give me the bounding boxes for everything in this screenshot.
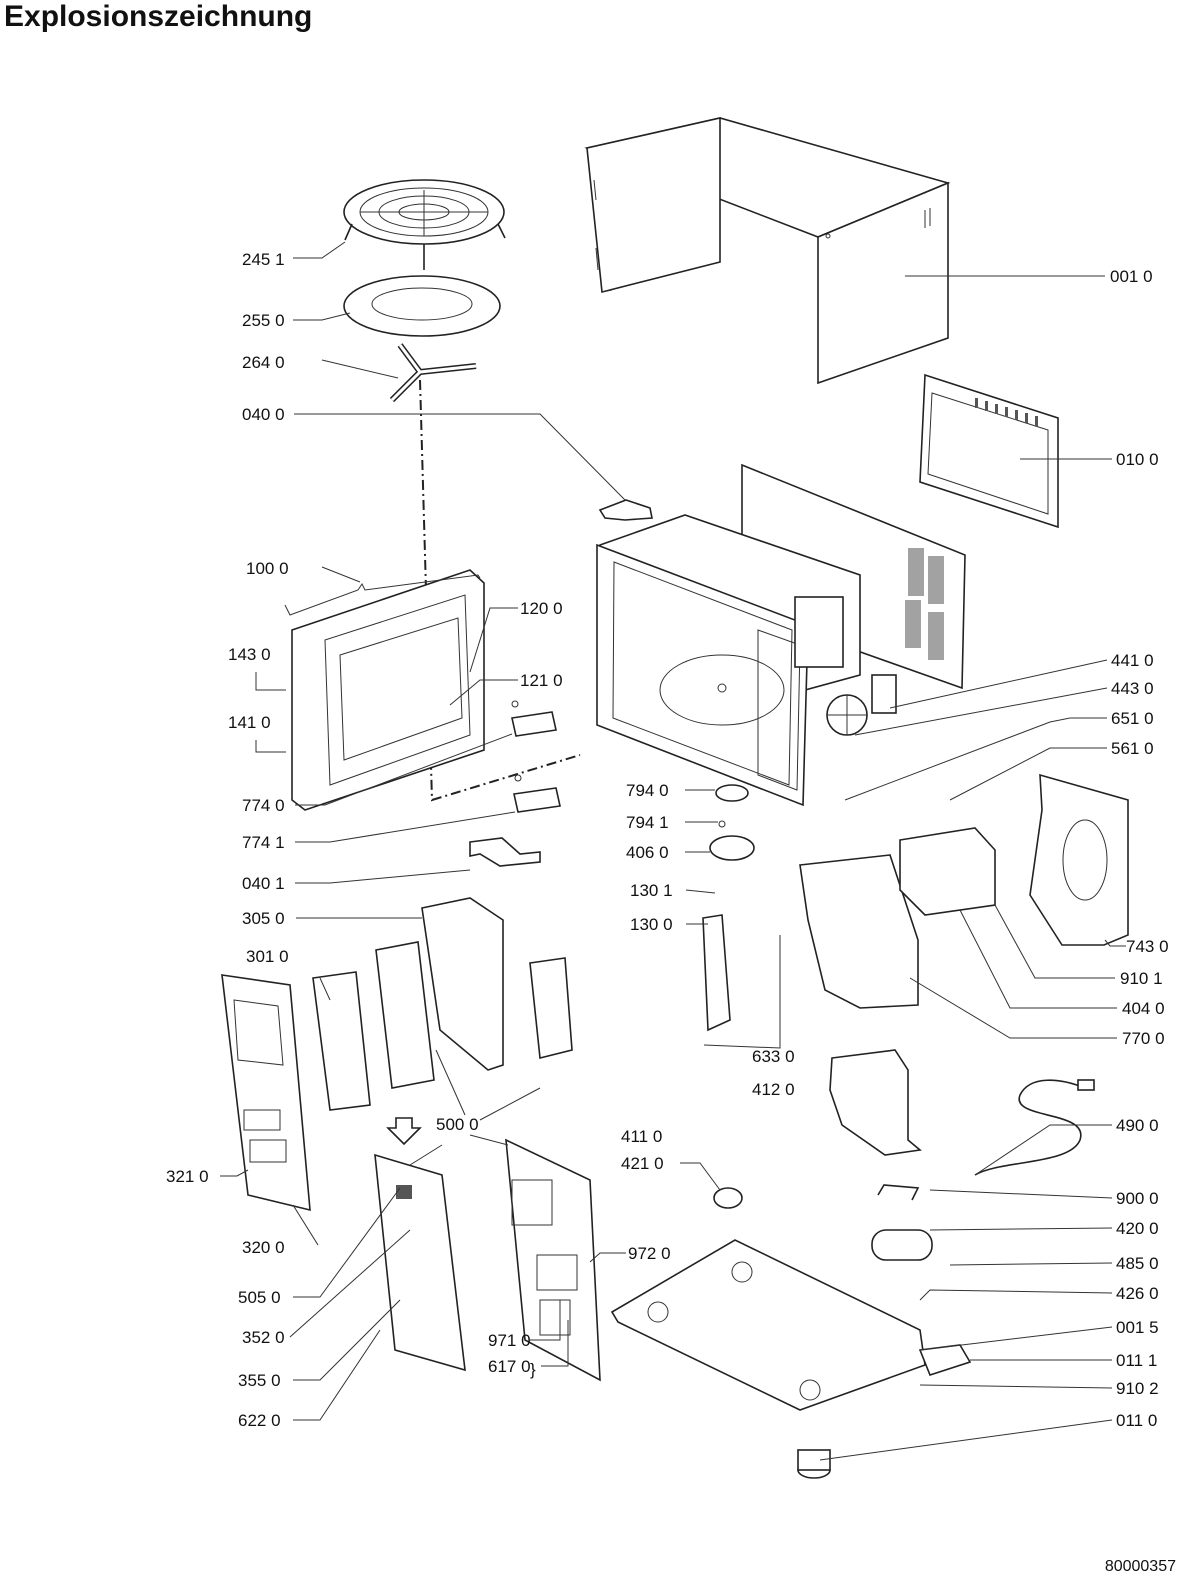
label-120-0: 120 0: [520, 599, 563, 618]
label-441-0: 441 0: [1111, 651, 1154, 670]
transformer-part: [829, 1049, 922, 1156]
fuse-holder-part: [713, 1187, 743, 1209]
label-040-1: 040 1: [242, 874, 285, 893]
switch-assembly-bracket: [703, 935, 781, 1049]
switch-assembly-part: [702, 914, 731, 1032]
hinge-parts: [511, 700, 561, 813]
roller-support-part: [389, 343, 477, 403]
grill-rack-part: [343, 179, 506, 270]
label-255-0: 255 0: [242, 311, 285, 330]
label-633-0: 633 0: [752, 1047, 795, 1066]
label-910-1: 910 1: [1120, 969, 1163, 988]
label-794-0: 794 0: [626, 781, 669, 800]
label-264-0: 264 0: [242, 353, 285, 372]
fan-housing-part: [1029, 773, 1129, 946]
label-121-0: 121 0: [520, 671, 563, 690]
label-900-0: 900 0: [1116, 1189, 1159, 1208]
mica-cover-part: [919, 373, 1059, 529]
label-352-0: 352 0: [242, 1328, 285, 1347]
control-panel-front-part: [221, 974, 311, 1212]
label-001-0: 001 0: [1110, 267, 1153, 286]
label-355-0: 355 0: [238, 1371, 281, 1390]
label-130-0: 130 0: [630, 915, 673, 934]
label-245-1: 245 1: [242, 250, 285, 269]
label-040-0: 040 0: [242, 405, 285, 424]
assembly-arrow: [386, 1117, 422, 1146]
label-622-0: 622 0: [238, 1411, 281, 1430]
control-board-parts: [312, 897, 573, 1111]
turntable-motor-part: [709, 784, 755, 861]
label-561-0: 561 0: [1111, 739, 1154, 758]
label-100-0: 100 0: [246, 559, 289, 578]
label-485-0: 485 0: [1116, 1254, 1159, 1273]
base-plate-part: [610, 1239, 926, 1411]
label-001-5: 001 5: [1116, 1318, 1159, 1337]
label-490-0: 490 0: [1116, 1116, 1159, 1135]
label-130-1: 130 1: [630, 881, 673, 900]
label-774-0: 774 0: [242, 796, 285, 815]
label-505-0: 505 0: [238, 1288, 281, 1307]
glass-turntable-part: [343, 275, 501, 337]
outer-cover-part: [584, 116, 951, 385]
power-cord-part: [974, 1079, 1086, 1176]
label-421-0: 421 0: [621, 1154, 664, 1173]
document-number: 80000357: [1104, 1558, 1176, 1575]
label-404-0: 404 0: [1122, 999, 1165, 1018]
brace-617: }: [530, 1360, 536, 1379]
electronics-board-part: [374, 1138, 601, 1382]
door-part: [284, 569, 485, 811]
air-duct-part: [799, 854, 919, 1009]
label-010-0: 010 0: [1116, 450, 1159, 469]
label-011-0: 011 0: [1116, 1411, 1157, 1430]
fan-motor-part: [826, 674, 897, 736]
label-320-0: 320 0: [242, 1238, 285, 1257]
label-406-0: 406 0: [626, 843, 669, 862]
clip-part: [598, 499, 653, 521]
label-617-0: 617 0: [488, 1357, 531, 1376]
label-794-1: 794 1: [626, 813, 669, 832]
label-443-0: 443 0: [1111, 679, 1154, 698]
label-426-0: 426 0: [1116, 1284, 1159, 1303]
label-774-1: 774 1: [242, 833, 285, 852]
label-972-0: 972 0: [628, 1244, 671, 1263]
page-title: Explosionszeichnung: [4, 0, 313, 33]
label-770-0: 770 0: [1122, 1029, 1165, 1048]
label-301-0: 301 0: [246, 947, 289, 966]
label-971-0: 971 0: [488, 1331, 531, 1350]
assembly-centerline: [419, 379, 581, 802]
bracket-part: [469, 837, 541, 867]
magnetron-part: [899, 827, 996, 916]
label-011-1: 011 1: [1116, 1351, 1157, 1370]
label-143-0: 143 0: [228, 645, 271, 664]
label-500-0: 500 0: [436, 1115, 479, 1134]
label-743-0: 743 0: [1126, 937, 1169, 956]
label-651-0: 651 0: [1111, 709, 1154, 728]
label-910-2: 910 2: [1116, 1379, 1159, 1398]
oven-cavity-part: [596, 514, 861, 807]
leader-lines: [220, 241, 1126, 1461]
label-321-0: 321 0: [166, 1167, 209, 1186]
part-labels: 245 1 255 0 264 0 040 0 100 0 120 0 143 …: [166, 250, 1169, 1430]
capacitor-part: [871, 1184, 933, 1261]
label-305-0: 305 0: [242, 909, 285, 928]
label-141-0: 141 0: [228, 713, 271, 732]
label-412-0: 412 0: [752, 1080, 795, 1099]
label-411-0: 411 0: [621, 1127, 662, 1146]
label-420-0: 420 0: [1116, 1219, 1159, 1238]
